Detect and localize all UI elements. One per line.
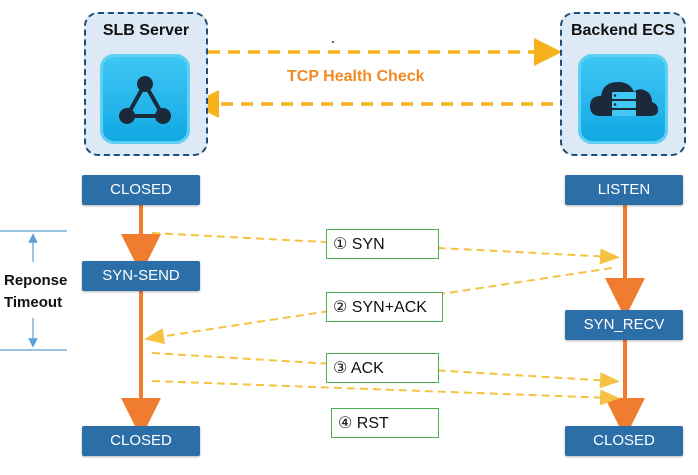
message-rst: ④ RST <box>331 408 439 438</box>
rst-arrow <box>151 380 620 406</box>
ack-arrow <box>151 352 620 389</box>
message-ack: ③ ACK <box>326 353 439 383</box>
left-state-closed-bottom: CLOSED <box>82 426 200 456</box>
message-syn: ① SYN <box>326 229 439 259</box>
network-nodes-icon <box>100 54 190 144</box>
left-state-closed-top: CLOSED <box>82 175 200 205</box>
left-state-syn-send: SYN-SEND <box>82 261 200 291</box>
right-state-closed: CLOSED <box>565 426 683 456</box>
stray-dot <box>332 41 334 43</box>
right-state-syn-recv: SYN_RECV <box>565 310 683 340</box>
timeout-label-line2: Timeout <box>4 294 63 311</box>
backend-ecs-box: Backend ECS <box>560 12 686 156</box>
timeout-label-line1: Reponse <box>4 272 68 289</box>
health-check-label: TCP Health Check <box>287 68 425 85</box>
cloud-server-icon <box>578 54 668 144</box>
backend-ecs-title: Backend ECS <box>570 22 676 39</box>
syn-arrow <box>151 232 620 265</box>
right-state-listen: LISTEN <box>565 175 683 205</box>
message-syn-ack: ② SYN+ACK <box>326 292 443 322</box>
response-timeout-label: Reponse Timeout <box>4 270 67 314</box>
slb-server-title: SLB Server <box>102 22 190 39</box>
slb-server-box: SLB Server <box>84 12 208 156</box>
